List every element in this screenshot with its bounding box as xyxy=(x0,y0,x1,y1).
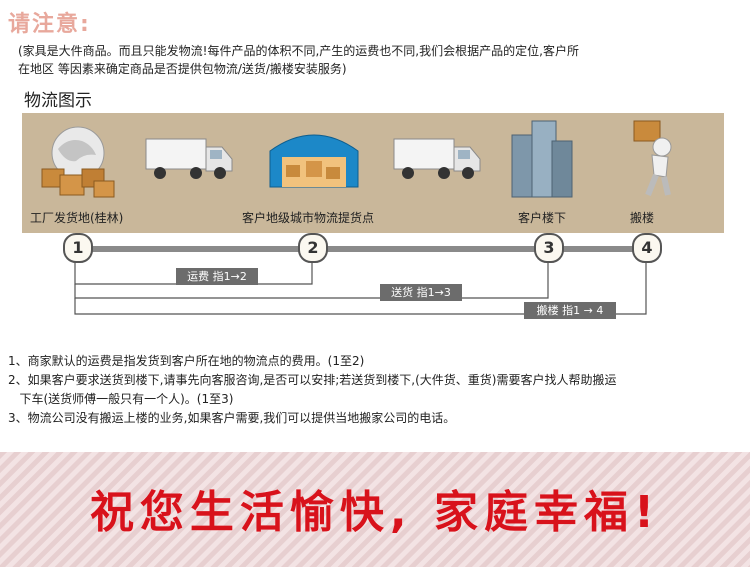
stage-label-downstairs: 客户楼下 xyxy=(518,211,567,225)
step-2: 2 xyxy=(298,233,328,263)
notice-intro-line-1: (家具是大件商品。而且只能发物流!每件产品的体积不同,产生的运费也不同,我们会根… xyxy=(18,44,579,58)
truck-icon xyxy=(145,138,233,179)
note-1: 1、商家默认的运费是指发货到客户所在地的物流点的费用。(1至2) xyxy=(8,354,365,368)
step-4: 4 xyxy=(632,233,662,263)
globe-boxes-icon xyxy=(41,126,115,198)
notice-title: 请注意: xyxy=(8,12,91,37)
footer-stripes xyxy=(0,452,750,567)
range-label-carry-upstairs: 搬楼 指1 → 4 xyxy=(524,302,616,319)
footer-slogan: 祝您生活愉快, 家庭幸福! xyxy=(89,487,661,538)
step-3: 3 xyxy=(534,233,564,263)
step-lines xyxy=(74,246,648,315)
stage-label-upstairs: 搬楼 xyxy=(630,211,655,225)
range-label-freight: 运费 指1→2 xyxy=(176,268,258,285)
stage-label-factory: 工厂发货地(桂林) xyxy=(30,211,124,225)
stage-label-pickup-point: 客户地级城市物流提货点 xyxy=(242,211,375,225)
note-3: 3、物流公司没有搬运上楼的业务,如果客户需要,我们可以提供当地搬家公司的电话。 xyxy=(8,411,456,425)
notice-intro-line-2: 在地区 等因素来确定商品是否提供包物流/送货/搬楼安装服务) xyxy=(18,62,347,76)
warehouse-icon xyxy=(269,134,359,188)
logistics-title: 物流图示 xyxy=(24,91,92,111)
buildings-icon xyxy=(511,120,573,198)
notice-intro: (家具是大件商品。而且只能发物流!每件产品的体积不同,产生的运费也不同,我们会根… xyxy=(18,42,718,78)
truck-icon xyxy=(393,138,481,179)
note-2-line-2: 下车(送货师傅一般只有一个人)。(1至3) xyxy=(8,392,234,406)
step-1: 1 xyxy=(63,233,93,263)
footer-banner xyxy=(0,452,750,567)
porter-icon xyxy=(633,120,672,197)
note-2-line-1: 2、如果客户要求送货到楼下,请事先向客服咨询,是否可以安排;若送货到楼下,(大件… xyxy=(8,373,617,387)
range-label-delivery: 送货 指1→3 xyxy=(380,284,462,301)
logistics-illustration-band: 工厂发货地(桂林) 客户地级城市物流提货点 客户楼下 搬楼 xyxy=(22,113,724,233)
notes-list: 1、商家默认的运费是指发货到客户所在地的物流点的费用。(1至2) 2、如果客户要… xyxy=(8,352,738,428)
